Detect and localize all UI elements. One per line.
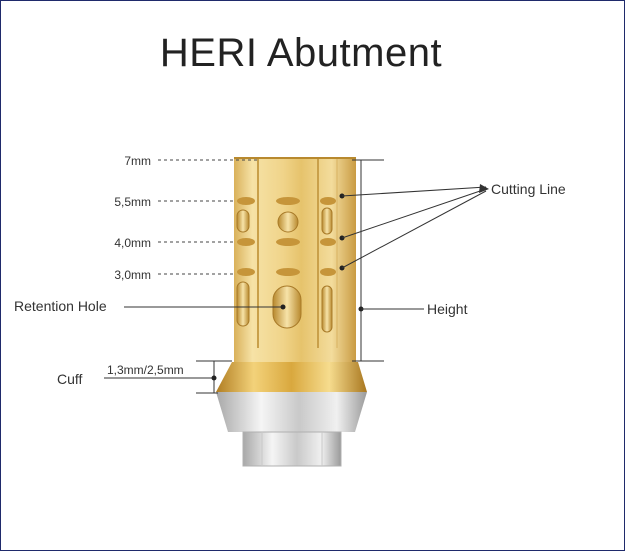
label-retention-hole: Retention Hole	[14, 298, 107, 314]
retention-leader-dot	[280, 304, 286, 310]
label-3-0mm: 3,0mm	[114, 268, 151, 282]
retention-holes	[236, 207, 333, 333]
cuff-dimension-dot	[211, 375, 217, 381]
height-dimension	[352, 159, 424, 362]
label-cuff-size: 1,3mm/2,5mm	[107, 363, 184, 377]
length-markers	[158, 159, 257, 275]
abutment-post	[234, 157, 356, 361]
label-cutting-line: Cutting Line	[491, 181, 566, 197]
cutting-line-markers	[339, 184, 489, 271]
label-cuff: Cuff	[57, 371, 83, 387]
label-7mm: 7mm	[124, 154, 151, 168]
groove-55	[237, 197, 336, 205]
label-4-0mm: 4,0mm	[114, 236, 151, 250]
abutment-cuff	[216, 348, 367, 392]
groove-30	[237, 268, 336, 276]
cutting-grooves	[237, 197, 336, 276]
diagram-title: HERI Abutment	[159, 31, 443, 75]
label-5-5mm: 5,5mm	[114, 195, 151, 209]
groove-40	[237, 238, 336, 246]
abutment-base	[216, 392, 367, 467]
label-height: Height	[427, 301, 468, 317]
